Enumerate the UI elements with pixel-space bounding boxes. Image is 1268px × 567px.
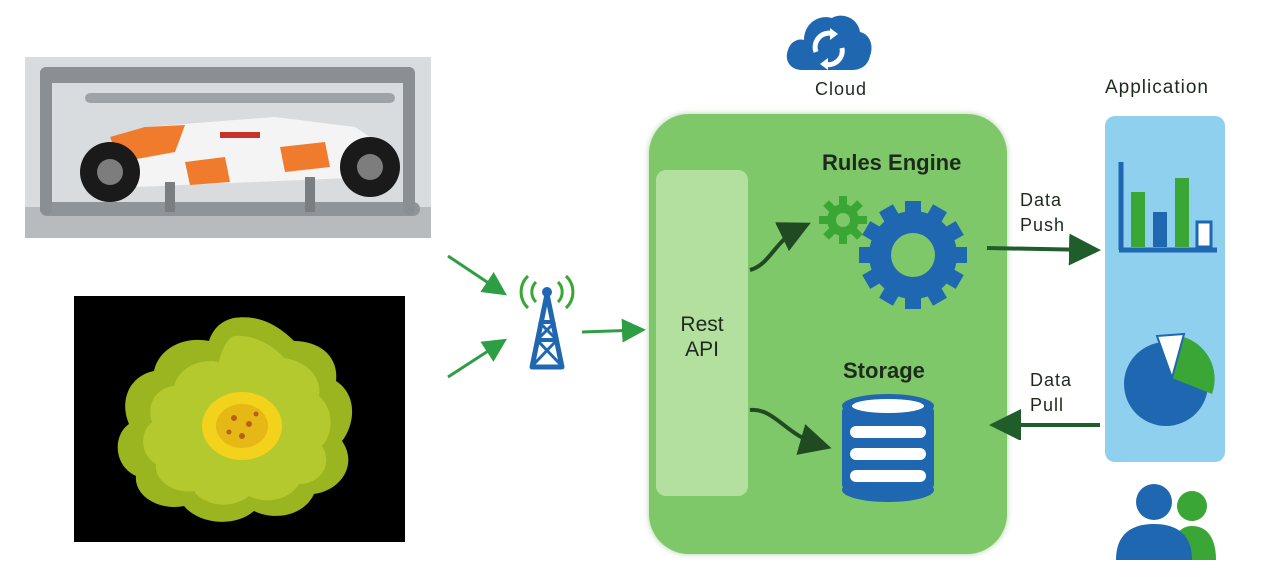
database-icon <box>842 394 934 502</box>
rules-engine-label: Rules Engine <box>822 150 962 175</box>
cloud-sync-icon <box>786 15 872 70</box>
data-pull-label-line2: Pull <box>1030 395 1065 415</box>
slime-mold-photo <box>74 296 405 542</box>
bar-1 <box>1131 192 1145 247</box>
bar-chart-icon <box>1118 162 1217 253</box>
data-pull-label: Data Pull <box>1030 368 1072 418</box>
rest-api-panel <box>656 170 748 496</box>
gears-icon <box>819 196 967 309</box>
pie-chart-icon <box>1124 332 1215 426</box>
rest-api-label-line2: API <box>685 338 719 361</box>
bar-4 <box>1195 220 1213 249</box>
arrow-tower-to-rest <box>581 318 646 343</box>
application-label: Application <box>1105 77 1209 98</box>
data-push-label-line1: Data <box>1020 190 1063 210</box>
internal-arrows <box>749 222 832 455</box>
data-push-label: Data Push <box>1020 188 1065 238</box>
bar-3 <box>1175 178 1189 247</box>
data-pull-label-line1: Data <box>1030 370 1073 390</box>
data-flow-arrows <box>986 233 1101 440</box>
rest-api-label-line1: Rest <box>680 313 724 336</box>
race-car-photo <box>25 57 431 238</box>
cloud-label: Cloud <box>815 79 868 99</box>
radio-tower-icon <box>519 274 575 370</box>
arrow-rest-to-storage <box>749 407 832 455</box>
bar-2 <box>1153 212 1167 247</box>
data-push-arrow <box>986 233 1101 266</box>
arrow-slime-to-tower <box>447 338 508 379</box>
data-push-label-line2: Push <box>1020 215 1066 235</box>
rest-api-label: Rest API <box>656 312 748 362</box>
users-icon <box>1116 484 1216 560</box>
arrow-car-to-tower <box>447 254 507 296</box>
input-arrows <box>447 254 646 379</box>
storage-label: Storage <box>843 358 925 383</box>
arrow-rest-to-rules <box>749 222 811 272</box>
